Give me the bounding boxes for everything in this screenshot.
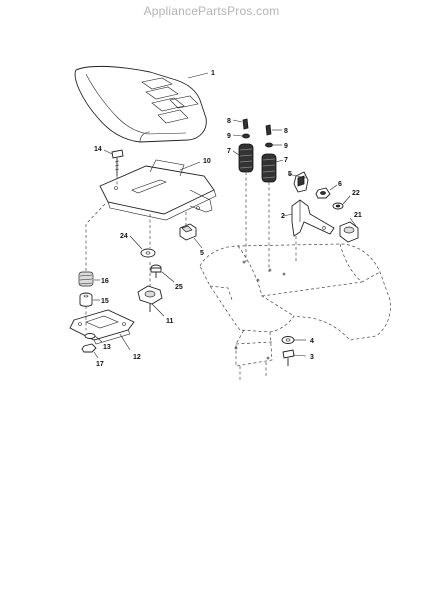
callout-5-left: 5 [200,250,204,257]
callout-9-left: 9 [227,133,231,140]
leader-line-13 [94,335,103,343]
callout-11: 11 [166,318,174,325]
callout-24: 24 [120,233,128,240]
washer-part-22[interactable] [332,202,344,210]
callout-22: 22 [352,190,360,197]
leader-line-21 [349,217,357,227]
washer-part-9-right[interactable] [265,142,273,148]
washer-part-24[interactable] [140,248,156,258]
leader-line-12 [119,333,131,351]
bracket-part-5-left[interactable] [179,223,197,241]
callout-10: 10 [203,158,211,165]
callout-7-right: 7 [284,157,288,164]
bolt-part-25[interactable] [150,264,162,278]
callout-21: 21 [354,212,362,219]
latch-part-5-right[interactable] [293,171,309,193]
callout-12: 12 [133,354,141,361]
callout-9-right: 9 [284,143,288,150]
spring-part-7-right[interactable] [261,153,277,183]
spring-part-7-left[interactable] [238,143,254,173]
callout-7-left: 7 [227,148,231,155]
leader-line-1 [187,72,209,79]
leader-line-7-right [275,159,284,163]
washer-part-9-left[interactable] [242,133,250,139]
leader-line-10 [179,161,201,171]
callout-3: 3 [310,354,314,361]
knob-part-21[interactable] [339,221,359,243]
leader-line-22 [342,195,351,205]
leader-line-6 [329,184,338,191]
leader-line-25 [161,271,175,283]
leader-line-5-left [193,237,203,249]
callout-15: 15 [101,298,109,305]
leader-line-14 [103,149,113,155]
nut-part-6[interactable] [315,187,331,199]
slide-plate-part-12[interactable] [69,309,135,345]
callout-6: 6 [338,181,342,188]
bolt-part-3[interactable] [282,349,295,366]
callout-1: 1 [211,70,215,77]
callout-4: 4 [310,338,314,345]
screw-part-8-right[interactable] [265,124,272,136]
leader-line-17 [93,351,99,359]
callout-13: 13 [103,344,111,351]
knob-part-11[interactable] [137,285,163,312]
leader-line-9-left [232,134,243,137]
leader-line-3 [293,354,307,357]
callout-25: 25 [175,284,183,291]
callout-5-right: 5 [288,171,292,178]
callout-2: 2 [281,213,285,220]
leader-line-11 [151,303,165,317]
washer-part-4[interactable] [281,336,295,344]
leader-line-2 [283,213,293,217]
bushing-part-15[interactable] [79,292,93,307]
callout-17: 17 [96,361,104,368]
callout-16: 16 [101,278,109,285]
leader-line-24 [129,235,143,250]
nut-part-17[interactable] [81,343,97,353]
seat-bracket-part-2[interactable] [291,199,335,237]
leader-line-7-left [232,150,240,156]
dash-guide-a [85,203,106,225]
screw-part-8-left[interactable] [242,118,249,130]
callout-8-left: 8 [227,118,231,125]
callout-14: 14 [94,146,102,153]
leader-line-8-left [232,119,243,123]
frame-fender [199,243,391,382]
washer-part-13[interactable] [84,333,96,339]
leader-line-5-right [287,173,307,179]
watermark: AppliancePartsPros.com [143,4,280,18]
seat-pan-part-10[interactable] [99,159,217,221]
bolt-part-14[interactable] [111,149,124,176]
callout-8-right: 8 [284,128,288,135]
seat-part-1[interactable] [74,65,207,143]
spring-part-16[interactable] [78,271,94,287]
